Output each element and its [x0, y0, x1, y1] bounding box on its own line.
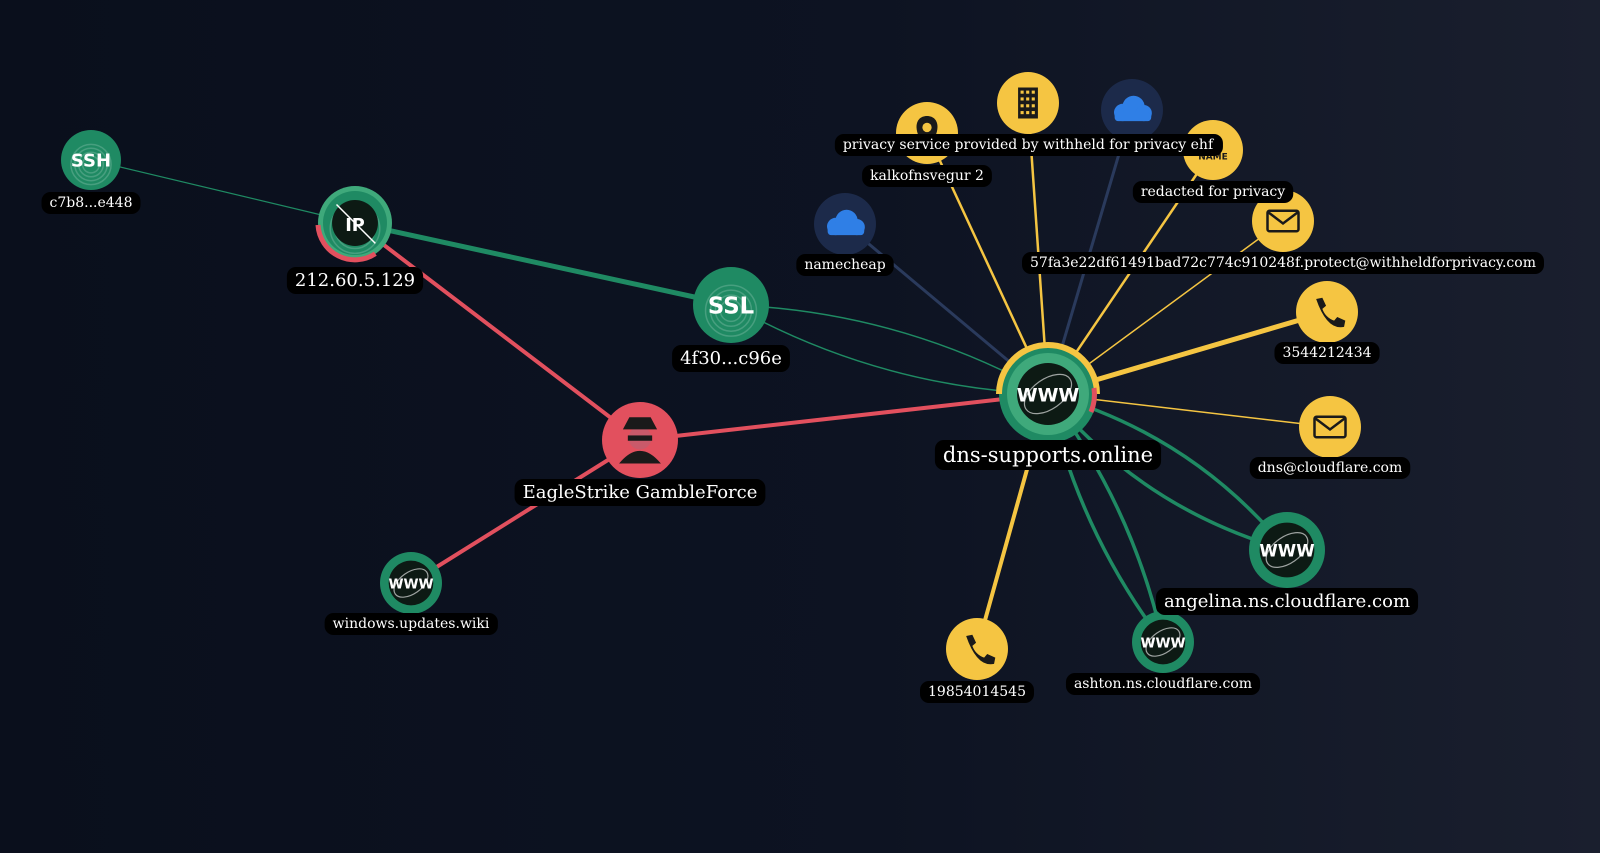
node-label-wiki: windows.updates.wiki	[324, 613, 498, 635]
node-label-ns-ashton: ashton.ns.cloudflare.com	[1065, 673, 1261, 695]
node-layer: SSH IP SSL WWW WWW NAME WWW WWW	[61, 72, 1361, 680]
edge-ip-actor[interactable]	[353, 221, 642, 442]
phone-icon	[1316, 297, 1346, 328]
node-label-email-cf: dns@cloudflare.com	[1249, 457, 1411, 479]
node-ns-angelina[interactable]: WWW	[1249, 512, 1325, 588]
svg-text:kalkofnsvegur 2: kalkofnsvegur 2	[870, 168, 984, 184]
node-email-cf[interactable]	[1299, 396, 1361, 458]
node-label-org: privacy service provided by withheld for…	[834, 134, 1223, 156]
node-registrar[interactable]	[814, 193, 876, 255]
svg-text:namecheap: namecheap	[804, 257, 885, 273]
node-actor[interactable]	[602, 402, 678, 478]
node-label-phone2: 19854014545	[920, 681, 1034, 703]
node-phone2[interactable]	[946, 618, 1008, 680]
ssh-fingerprint-icon: SSH	[70, 143, 112, 186]
svg-text:4f30...c96e: 4f30...c96e	[680, 348, 782, 369]
node-wiki[interactable]: WWW	[380, 552, 442, 614]
svg-text:SSL: SSL	[708, 293, 754, 319]
node-label-location: kalkofnsvegur 2	[862, 165, 992, 187]
node-label-main: dns-supports.online	[934, 440, 1162, 470]
threat-actor-icon	[619, 417, 661, 464]
cloud-icon	[1114, 95, 1152, 122]
svg-text:3544212434: 3544212434	[1282, 345, 1371, 361]
svg-text:privacy service provided by wi: privacy service provided by withheld for…	[843, 137, 1215, 153]
building-icon	[1018, 87, 1038, 119]
svg-text:angelina.ns.cloudflare.com: angelina.ns.cloudflare.com	[1164, 591, 1410, 612]
svg-text:19854014545: 19854014545	[928, 684, 1026, 700]
node-label-ip: 212.60.5.129	[286, 267, 424, 294]
svg-text:WWW: WWW	[1140, 635, 1185, 651]
edge-actor-main[interactable]	[638, 392, 1050, 442]
node-org[interactable]	[997, 72, 1059, 134]
node-phone1[interactable]	[1296, 281, 1358, 343]
node-email-priv[interactable]	[1252, 190, 1314, 252]
node-ssh[interactable]: SSH	[61, 130, 121, 190]
node-main[interactable]: WWW	[996, 342, 1100, 443]
svg-text:windows.updates.wiki: windows.updates.wiki	[333, 616, 490, 632]
svg-text:WWW: WWW	[1017, 384, 1080, 406]
node-cloud-top[interactable]	[1101, 79, 1163, 141]
node-ssl[interactable]: SSL	[693, 267, 769, 343]
edge-ip-ssl[interactable]	[352, 220, 734, 308]
domain-www-icon: WWW	[1017, 363, 1080, 425]
svg-text:WWW: WWW	[1259, 540, 1314, 560]
edge-actor-wiki[interactable]	[409, 438, 642, 585]
svg-text:SSH: SSH	[71, 151, 111, 172]
svg-text:c7b8...e448: c7b8...e448	[50, 195, 133, 211]
ssl-fingerprint-icon: SSL	[704, 284, 758, 337]
node-label-ssl: 4f30...c96e	[672, 345, 790, 372]
svg-text:IP: IP	[345, 216, 365, 236]
svg-text:NAME: NAME	[1198, 153, 1228, 163]
domain-www-icon: WWW	[1140, 619, 1186, 665]
label-layer: c7b8...e448 212.60.5.129 4f30...c96eEagleS…	[41, 134, 1544, 703]
node-label-ssh: c7b8...e448	[41, 192, 141, 214]
svg-text:redacted for privacy: redacted for privacy	[1141, 184, 1285, 200]
node-label-registrar: namecheap	[796, 254, 894, 276]
svg-text:dns@cloudflare.com: dns@cloudflare.com	[1258, 460, 1403, 476]
ip-icon: IP	[329, 200, 381, 255]
svg-text:ashton.ns.cloudflare.com: ashton.ns.cloudflare.com	[1074, 676, 1252, 692]
svg-text:EagleStrike GambleForce: EagleStrike GambleForce	[523, 482, 758, 503]
domain-www-icon: WWW	[1259, 522, 1315, 578]
node-ip[interactable]: IP	[315, 186, 392, 263]
svg-text:dns-supports.online: dns-supports.online	[943, 443, 1153, 467]
domain-www-icon: WWW	[388, 560, 434, 606]
cloud-icon	[827, 209, 865, 236]
svg-text:57fa3e22df61491bad72c774c91024: 57fa3e22df61491bad72c774c910248f.protect…	[1030, 255, 1536, 271]
node-ns-ashton[interactable]: WWW	[1132, 611, 1194, 673]
envelope-icon	[1313, 415, 1347, 439]
svg-text:212.60.5.129: 212.60.5.129	[295, 270, 415, 291]
node-label-ns-angelina: angelina.ns.cloudflare.com	[1155, 588, 1419, 615]
node-label-phone1: 3544212434	[1274, 342, 1380, 364]
node-label-actor: EagleStrike GambleForce	[514, 479, 766, 506]
phone-icon	[966, 634, 996, 665]
envelope-icon	[1266, 209, 1300, 233]
node-label-email-priv: 57fa3e22df61491bad72c774c910248f.protect…	[1022, 252, 1544, 274]
svg-text:WWW: WWW	[388, 576, 433, 592]
node-label-name: redacted for privacy	[1132, 181, 1294, 203]
edge-ssh-ip[interactable]	[90, 159, 356, 224]
